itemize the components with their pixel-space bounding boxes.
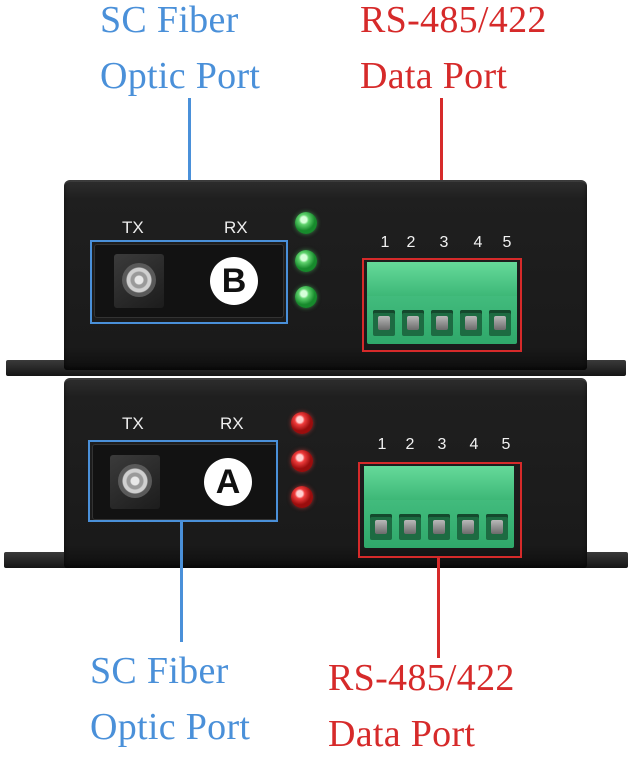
top-fiber-label-line2: Optic Port bbox=[100, 55, 261, 97]
unit-a-pin-4: 4 bbox=[469, 436, 479, 453]
unit-b-rx-label: RX bbox=[224, 218, 248, 237]
unit-b-pin-3: 3 bbox=[439, 234, 449, 251]
unit-a-pin-1: 1 bbox=[377, 436, 387, 453]
screw-icon bbox=[433, 520, 445, 534]
unit-a-terminal-2[interactable] bbox=[399, 514, 421, 540]
unit-a-pin-2: 2 bbox=[405, 436, 415, 453]
unit-b-tx-label: TX bbox=[122, 218, 144, 237]
unit-b-led-2 bbox=[295, 250, 317, 272]
unit-a-terminal-3[interactable] bbox=[428, 514, 450, 540]
unit-b-sc-tx-socket bbox=[114, 254, 164, 308]
unit-b-terminal-1[interactable] bbox=[373, 310, 395, 336]
unit-b-terminal-3[interactable] bbox=[431, 310, 453, 336]
screw-icon bbox=[462, 520, 474, 534]
unit-a-terminal-block bbox=[364, 466, 514, 548]
unit-a-data-highlight bbox=[358, 462, 522, 558]
fiber-ferrule-icon bbox=[122, 263, 156, 297]
unit-b-pin-5: 5 bbox=[502, 234, 512, 251]
screw-icon bbox=[436, 316, 448, 330]
top-data-label-line1: RS-485/422 bbox=[360, 0, 547, 41]
unit-a-tx-label: TX bbox=[122, 414, 144, 433]
screw-icon bbox=[491, 520, 503, 534]
unit-b-terminal-4[interactable] bbox=[460, 310, 482, 336]
unit-b-led-1 bbox=[295, 212, 317, 234]
screw-icon bbox=[407, 316, 419, 330]
unit-a-terminal-1[interactable] bbox=[370, 514, 392, 540]
top-fiber-leader bbox=[188, 98, 191, 218]
bottom-fiber-label-line1: SC Fiber bbox=[90, 650, 229, 692]
unit-a-sc-port: A bbox=[92, 444, 278, 520]
unit-a-led-2 bbox=[291, 450, 313, 472]
bottom-data-leader bbox=[437, 558, 440, 658]
unit-a-fiber-highlight bbox=[88, 440, 278, 522]
unit-a-sc-tx-socket bbox=[110, 455, 160, 509]
top-data-label-line2: Data Port bbox=[360, 55, 508, 97]
unit-a-enclosure: TX RX A 1 2 3 4 5 bbox=[64, 378, 587, 568]
unit-b-data-highlight bbox=[362, 258, 522, 352]
unit-b-led-3 bbox=[295, 286, 317, 308]
unit-b-pin-4: 4 bbox=[473, 234, 483, 251]
unit-a-led-1 bbox=[291, 412, 313, 434]
bottom-fiber-leader bbox=[180, 522, 183, 642]
unit-b-sc-port: B bbox=[94, 244, 284, 318]
screw-icon bbox=[404, 520, 416, 534]
unit-a-rx-label: RX bbox=[220, 414, 244, 433]
bottom-fiber-label-line2: Optic Port bbox=[90, 706, 251, 748]
top-data-leader bbox=[440, 98, 443, 258]
unit-a-letter-badge: A bbox=[204, 458, 252, 506]
top-fiber-label: SC Fiber Optic Port bbox=[100, 0, 260, 104]
unit-b-fiber-highlight bbox=[90, 240, 288, 324]
unit-a-pin-3: 3 bbox=[437, 436, 447, 453]
unit-a-terminal-4[interactable] bbox=[457, 514, 479, 540]
bottom-data-label-line1: RS-485/422 bbox=[328, 657, 515, 699]
unit-a-pin-5: 5 bbox=[501, 436, 511, 453]
screw-icon bbox=[378, 316, 390, 330]
fiber-ferrule-icon bbox=[118, 464, 152, 498]
unit-b-terminal-block bbox=[367, 262, 517, 344]
unit-b-pin-2: 2 bbox=[406, 234, 416, 251]
bottom-fiber-label: SC Fiber Optic Port bbox=[90, 643, 250, 755]
bottom-data-label-line2: Data Port bbox=[328, 713, 476, 755]
unit-b-letter-badge: B bbox=[210, 257, 258, 305]
unit-b-pin-1: 1 bbox=[380, 234, 390, 251]
screw-icon bbox=[494, 316, 506, 330]
unit-a-terminal-5[interactable] bbox=[486, 514, 508, 540]
bottom-data-label: RS-485/422 Data Port bbox=[328, 650, 515, 762]
top-fiber-label-line1: SC Fiber bbox=[100, 0, 239, 41]
unit-b-terminal-5[interactable] bbox=[489, 310, 511, 336]
top-data-label: RS-485/422 Data Port bbox=[360, 0, 547, 104]
unit-b-enclosure: TX RX B 1 2 3 4 5 bbox=[64, 180, 587, 370]
screw-icon bbox=[465, 316, 477, 330]
unit-b-terminal-2[interactable] bbox=[402, 310, 424, 336]
unit-a-led-3 bbox=[291, 486, 313, 508]
screw-icon bbox=[375, 520, 387, 534]
